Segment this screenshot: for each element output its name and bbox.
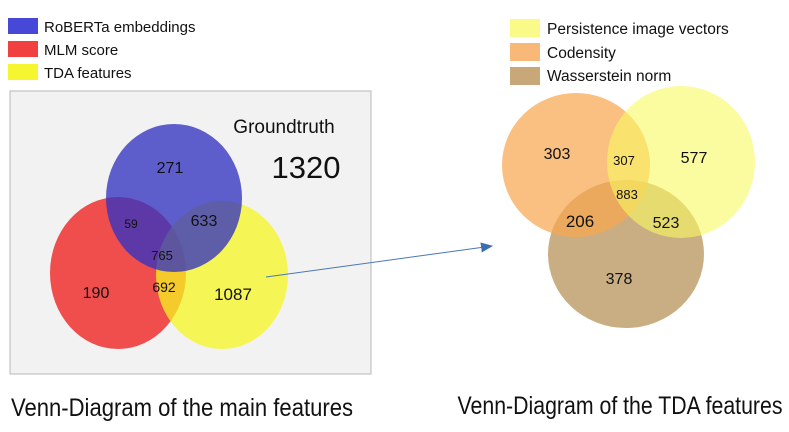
legend-label-wasserstein: Wasserstein norm (547, 68, 671, 85)
left-caption: Venn-Diagram of the main features (11, 394, 353, 422)
groundtruth-label: Groundtruth (233, 117, 334, 138)
left-legend: RoBERTa embeddings MLM score TDA feature… (8, 18, 195, 82)
legend-label-roberta: RoBERTa embeddings (44, 19, 195, 36)
region-mlm-only: 190 (83, 285, 110, 302)
connector-arrow (265, 242, 493, 278)
region-persistence-only: 577 (681, 150, 708, 167)
legend-label-persistence: Persistence image vectors (547, 21, 729, 38)
legend-swatch-codensity (510, 43, 540, 61)
region-all-three-right: 883 (616, 187, 638, 202)
region-codensity-wasserstein: 206 (566, 212, 594, 231)
groundtruth-value: 1320 (272, 150, 341, 185)
right-venn-panel: 303 307 577 883 206 523 378 (502, 86, 755, 328)
region-roberta-tda: 633 (191, 213, 218, 230)
legend-swatch-wasserstein (510, 67, 540, 85)
region-tda-only: 1087 (214, 285, 252, 304)
legend-label-mlm: MLM score (44, 42, 118, 59)
region-wasserstein-only: 378 (606, 271, 633, 288)
roberta-circle (106, 124, 242, 272)
region-roberta-only: 271 (157, 160, 184, 177)
persistence-circle (607, 86, 755, 238)
region-all-three-left: 765 (151, 248, 173, 263)
region-mlm-tda: 692 (152, 279, 176, 295)
legend-label-codensity: Codensity (547, 45, 616, 62)
right-caption: Venn-Diagram of the TDA features (458, 392, 783, 420)
right-legend: Persistence image vectors Codensity Wass… (510, 19, 729, 85)
region-persistence-wasserstein: 523 (653, 215, 680, 232)
legend-swatch-roberta (8, 18, 38, 34)
legend-swatch-tda (8, 64, 38, 80)
legend-swatch-persistence (510, 19, 540, 37)
region-codensity-only: 303 (544, 146, 571, 163)
region-codensity-persistence: 307 (613, 153, 635, 168)
legend-swatch-mlm (8, 41, 38, 57)
region-roberta-mlm: 59 (124, 217, 138, 231)
legend-label-tda: TDA features (44, 65, 132, 82)
codensity-circle (502, 93, 650, 237)
left-venn-panel: Groundtruth 1320 271 59 633 765 190 692 … (9, 90, 372, 375)
